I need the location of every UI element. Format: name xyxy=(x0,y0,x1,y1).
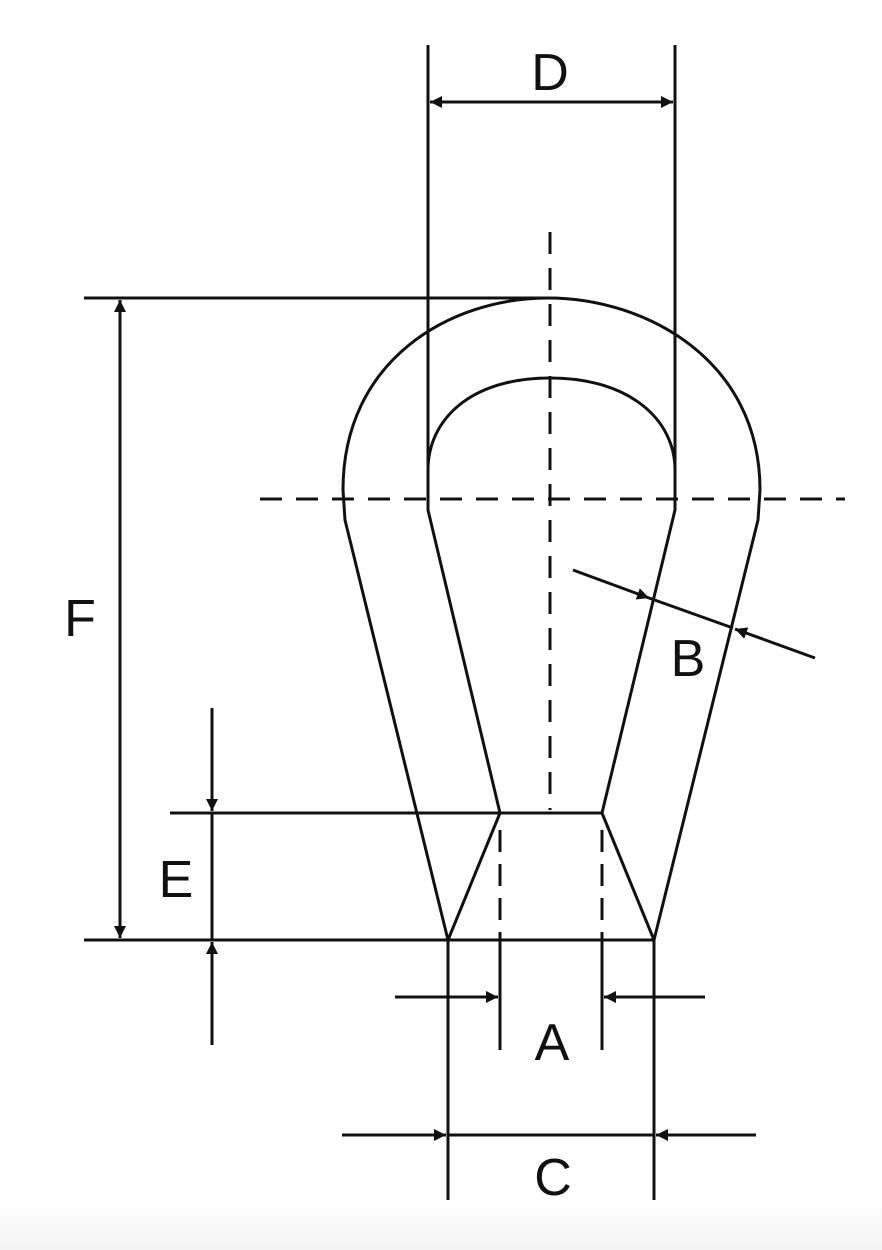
label-a: A xyxy=(535,1014,570,1072)
label-f: F xyxy=(64,590,96,648)
label-b: B xyxy=(671,630,706,688)
bottom-bar xyxy=(0,1208,882,1250)
label-e: E xyxy=(159,851,194,909)
label-c: C xyxy=(534,1149,572,1207)
dimension-b-arrow xyxy=(572,568,650,600)
thimble-outer-outline xyxy=(341,296,762,942)
label-d: D xyxy=(531,44,569,102)
